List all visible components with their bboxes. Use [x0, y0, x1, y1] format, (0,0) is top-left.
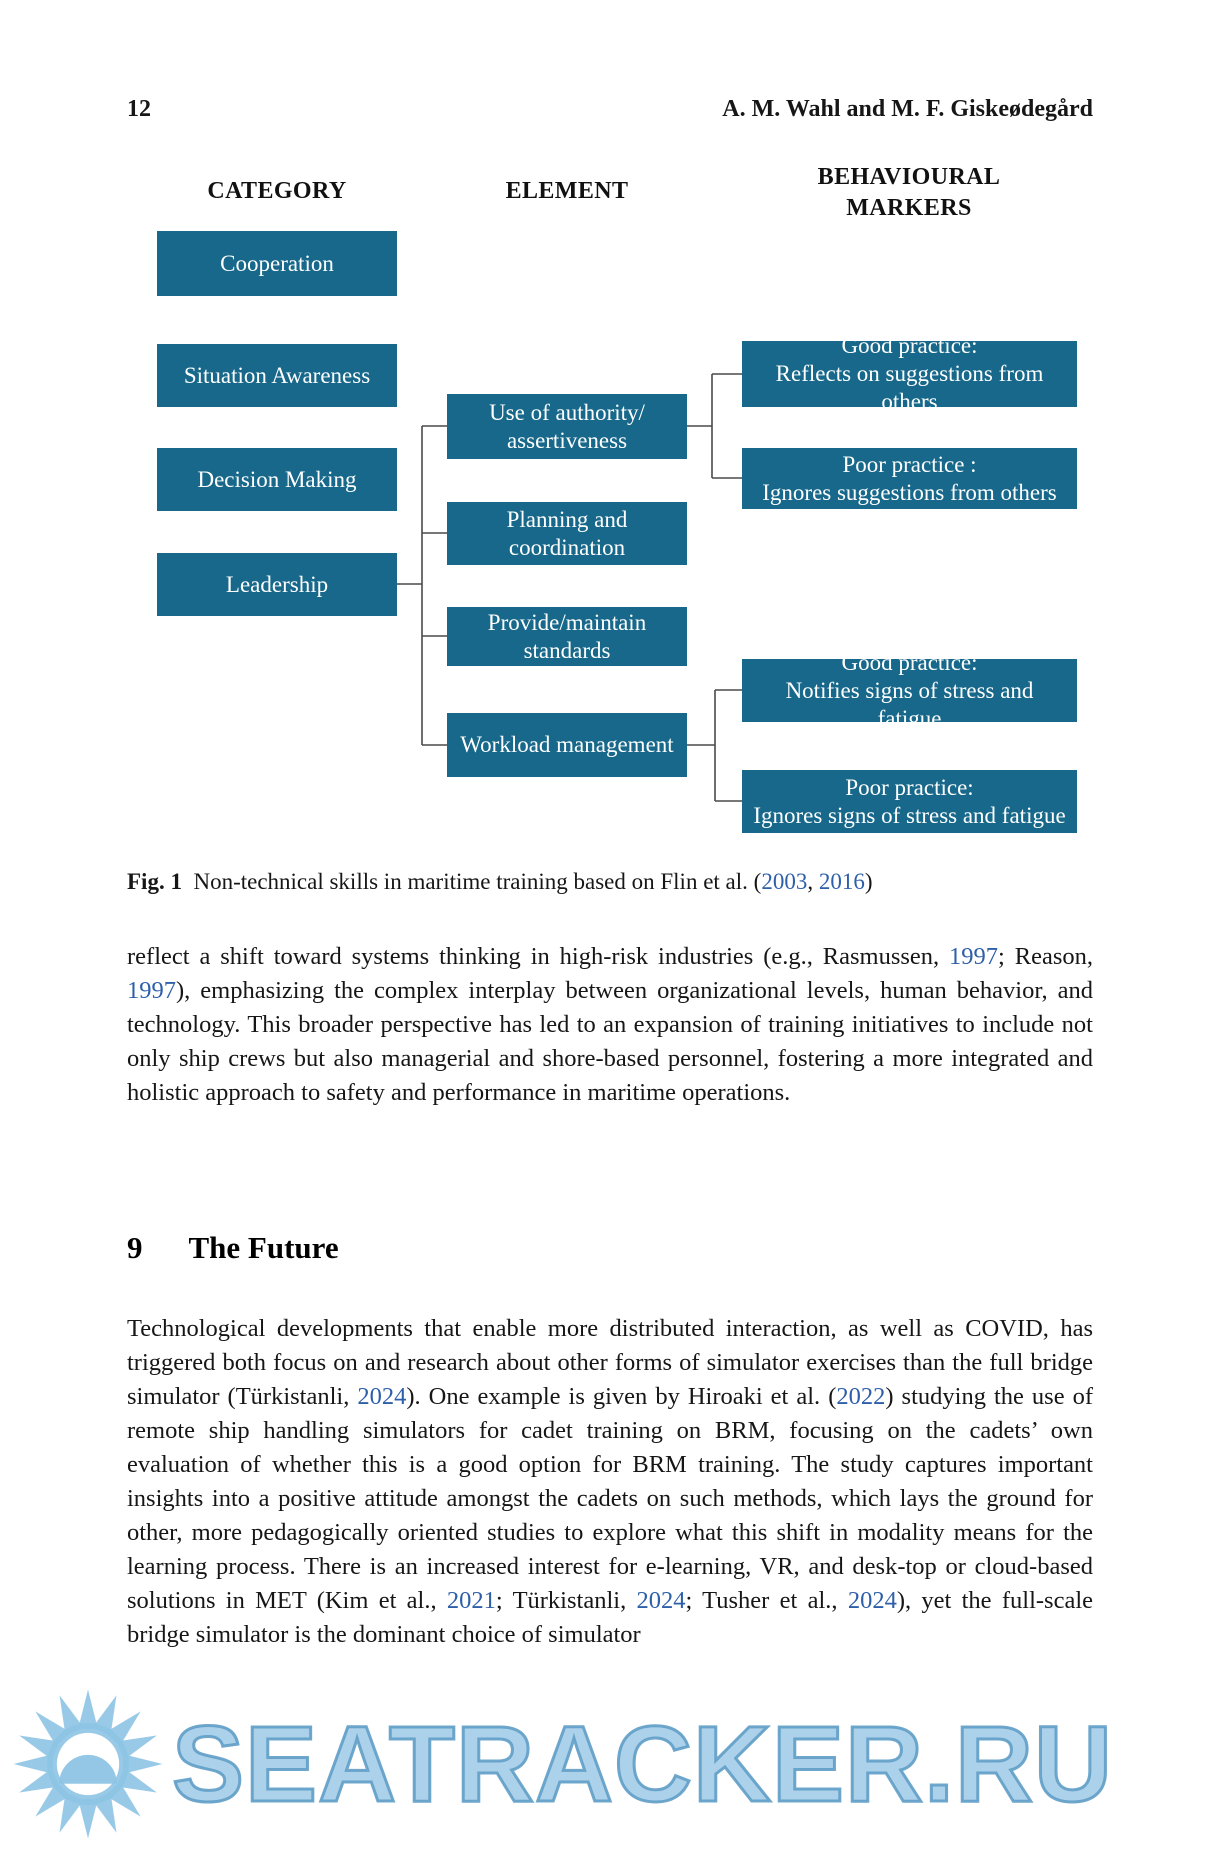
column-header-behavioural-markers: BEHAVIOURAL MARKERS	[817, 164, 1001, 221]
marker-box-poor-practice-stress: Poor practice: Ignores signs of stress a…	[742, 770, 1077, 833]
marker-title: Good practice:	[841, 333, 978, 358]
element-box-provide-maintain-standards: Provide/maintain standards	[447, 607, 687, 666]
element-label: Planning and coordination	[506, 506, 628, 560]
citation-link[interactable]: 2024	[847, 1587, 897, 1614]
element-label: Provide/maintain standards	[487, 609, 647, 663]
marker-box-poor-practice-suggestions: Poor practice : Ignores suggestions from…	[742, 448, 1077, 509]
text-segment: Technological developments that enable m…	[127, 1315, 1093, 1410]
citation-link[interactable]: 2024	[357, 1383, 407, 1410]
marker-box-good-practice-suggestions: Good practice: Reflects on suggestions f…	[742, 333, 1077, 414]
citation-link[interactable]: 2024	[636, 1587, 686, 1614]
category-label: Decision Making	[197, 466, 357, 492]
watermark-text: SEATRACKER.RU	[170, 1702, 1114, 1826]
marker-text: Reflects on suggestions from others	[775, 361, 1044, 414]
marker-text: Notifies signs of stress and fatigue	[785, 677, 1034, 731]
marker-title: Poor practice:	[845, 774, 974, 800]
marker-text: Ignores signs of stress and fatigue	[753, 802, 1066, 828]
figure-diagram: CATEGORY ELEMENT BEHAVIOURAL MARKERS Coo…	[127, 160, 1093, 855]
category-label: Situation Awareness	[183, 362, 371, 388]
element-label: Workload management	[460, 732, 674, 757]
text-segment: Fig. 1	[127, 869, 182, 894]
category-label: Cooperation	[220, 250, 334, 276]
body-paragraph-2: Technological developments that enable m…	[127, 1312, 1093, 1652]
marker-title: Poor practice :	[842, 451, 977, 477]
text-segment: ; Tusher et al.,	[685, 1587, 848, 1614]
watermark: SEATRACKER.RU	[0, 1686, 1221, 1851]
element-label: Use of authority/ assertiveness	[489, 399, 645, 453]
citation-link[interactable]: 1997	[127, 977, 176, 1004]
text-segment: Non-technical skills in maritime trainin…	[181, 869, 762, 894]
element-box-use-of-authority: Use of authority/ assertiveness	[447, 394, 687, 459]
running-head-authors: A. M. Wahl and M. F. Giskeødegård	[722, 96, 1093, 122]
citation-link[interactable]: 1997	[949, 943, 999, 970]
page-number: 12	[127, 96, 151, 122]
category-box-cooperation: Cooperation	[157, 231, 397, 296]
text-segment: ), yet the full-scale bridge simulator i…	[127, 1587, 1093, 1648]
text-segment: ), emphasizing the complex interplay bet…	[127, 977, 1093, 1106]
category-box-situation-awareness: Situation Awareness	[157, 344, 397, 407]
column-header-category: CATEGORY	[207, 178, 347, 204]
section-heading: 9 The Future	[127, 1230, 339, 1266]
citation-link[interactable]: 2003	[761, 869, 808, 894]
text-segment: ). One example is given by Hiroaki et al…	[406, 1383, 837, 1410]
connector-lines	[397, 373, 742, 802]
section-title: The Future	[188, 1230, 339, 1265]
text-segment: ; Türkistanli,	[495, 1587, 637, 1614]
category-box-leadership: Leadership	[157, 553, 397, 616]
column-header-element: ELEMENT	[505, 178, 629, 204]
body-paragraph-1: reflect a shift toward systems thinking …	[127, 940, 1093, 1110]
text-segment: ) studying the use of remote ship handli…	[127, 1383, 1093, 1614]
citation-link[interactable]: 2022	[836, 1383, 886, 1410]
text-segment: ,	[807, 869, 819, 894]
marker-title: Good practice:	[841, 649, 978, 675]
citation-link[interactable]: 2016	[818, 869, 865, 894]
figure-caption: Fig. 1 Non-technical skills in maritime …	[127, 866, 1093, 898]
text-segment: reflect a shift toward systems thinking …	[127, 943, 950, 970]
marker-box-good-practice-stress: Good practice: Notifies signs of stress …	[742, 650, 1077, 731]
text-segment: )	[864, 869, 873, 894]
category-box-decision-making: Decision Making	[157, 448, 397, 511]
element-box-workload-management: Workload management	[447, 713, 687, 777]
citation-link[interactable]: 2021	[446, 1587, 496, 1614]
text-segment: ; Reason,	[998, 943, 1094, 970]
category-label: Leadership	[225, 571, 329, 597]
section-number: 9	[127, 1230, 143, 1265]
running-head: 12 A. M. Wahl and M. F. Giskeødegård	[127, 96, 1093, 123]
sun-icon	[13, 1689, 163, 1839]
marker-text: Ignores suggestions from others	[762, 479, 1057, 505]
element-box-planning-coordination: Planning and coordination	[447, 502, 687, 565]
